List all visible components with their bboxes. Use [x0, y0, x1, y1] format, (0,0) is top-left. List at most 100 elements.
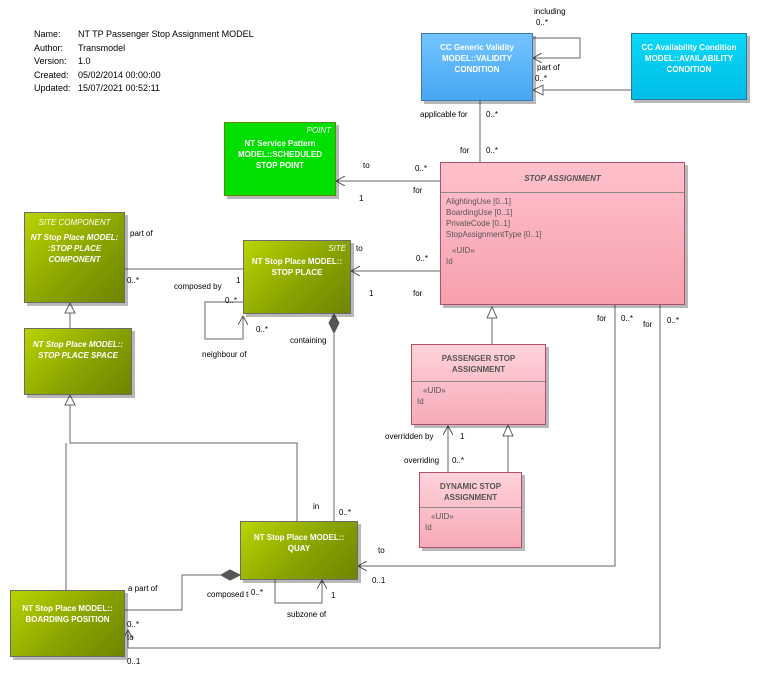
stop-place-title: NT Stop Place MODEL:: STOP PLACE: [251, 257, 343, 277]
composed-t-mult: 0..*: [251, 588, 264, 597]
overriding-mult: 0..*: [452, 456, 465, 465]
availability-condition-node[interactable]: CC Availability Condition MODEL::AVAILAB…: [631, 33, 747, 100]
ssp-for-label: for: [413, 186, 423, 195]
site-component-node[interactable]: SITE COMPONENT NT Stop Place MODEL: :STO…: [24, 212, 125, 303]
sp-for-label: for: [413, 289, 423, 298]
neighbour-mult-top: 0..*: [225, 296, 238, 305]
subzone-of-label: subzone of: [287, 610, 327, 619]
overridden-one: 1: [460, 432, 465, 441]
quay-to-mult: 0..1: [372, 576, 386, 585]
containing-label: containing: [290, 336, 327, 345]
site-component-title: NT Stop Place MODEL: :STOP PLACE COMPONE…: [30, 233, 119, 264]
sps-quay-generalization: [69, 405, 298, 521]
meta-row-updated: Updated:15/07/2021 00:52:11: [34, 82, 254, 96]
applicable-for-mult: 0..*: [486, 110, 499, 119]
including-loop: [533, 37, 581, 58]
for-quay-label: for: [597, 314, 607, 323]
applicable-for-label: applicable for: [420, 110, 468, 119]
neighbour-mult-side: 0..*: [256, 325, 269, 334]
overridden-by-label: overridden by: [385, 432, 434, 441]
site-component-stereotype: SITE COMPONENT: [38, 218, 111, 227]
stop-assignment-title: STOP ASSIGNMENT: [524, 174, 601, 183]
passenger-stop-assignment-node[interactable]: PASSENGER STOP ASSIGNMENT «UID» Id: [411, 344, 546, 425]
meta-row-author: Author:Transmodel: [34, 42, 254, 56]
neighbour-loop: [204, 301, 243, 340]
part-of-validity-mult: 0..*: [535, 74, 548, 83]
quay-node[interactable]: NT Stop Place MODEL:: QUAY: [240, 521, 358, 580]
stop-assignment-attr: PrivateCode [0..1]: [446, 219, 511, 228]
passenger-stop-assignment-uid: «UID»: [423, 386, 446, 395]
sp-to-label: to: [356, 244, 363, 253]
scheduled-stop-point-title: NT Service Pattern MODEL::SCHEDULED STOP…: [238, 139, 322, 170]
meta-value: 1.0: [78, 56, 91, 67]
stop-assignment-id: Id: [446, 257, 453, 266]
sc-part-of-label: part of: [130, 228, 158, 239]
meta-value: 05/02/2014 00:00:00: [78, 69, 161, 80]
composed-diamond: [219, 569, 242, 581]
sp-one-label: 1: [369, 289, 374, 298]
stop-place-space-node[interactable]: NT Stop Place MODEL:: STOP PLACE SPACE: [24, 328, 132, 395]
composed-t-label: composed t: [207, 590, 249, 599]
quay-title: NT Stop Place MODEL:: QUAY: [253, 533, 345, 553]
dynamic-stop-assignment-id: Id: [425, 523, 432, 532]
availability-generalization-head: [531, 84, 544, 96]
subzone-loop: [274, 580, 322, 604]
meta-row-name: Name: NT TP Passenger Stop Assignment MOD…: [34, 28, 254, 42]
bp-quay-link: [125, 574, 221, 611]
dynamic-stop-assignment-uid: «UID»: [431, 512, 454, 521]
scheduled-stop-point-stereotype: POINT: [306, 126, 331, 135]
meta-row-created: Created: 05/02/2014 00:00:00: [34, 69, 254, 83]
passenger-stop-assignment-id: Id: [417, 397, 424, 406]
stop-assignment-attr: AlightingUse [0..1]: [446, 197, 511, 206]
dynamic-stop-assignment-title: DYNAMIC STOP ASSIGNMENT: [439, 482, 502, 502]
boarding-position-node[interactable]: NT Stop Place MODEL:: BOARDING POSITION: [10, 590, 125, 657]
ssp-to-mult: 0..*: [415, 164, 428, 173]
diagram-metadata: Name: NT TP Passenger Stop Assignment MOD…: [34, 28, 254, 96]
meta-key: Created:: [34, 69, 69, 80]
composed-by-one: 1: [236, 276, 241, 285]
stop-assignment-attributes: AlightingUse [0..1] BoardingUse [0..1] P…: [441, 192, 684, 270]
part-of-validity-label: part of: [537, 63, 560, 72]
for-bp-mult: 0..*: [667, 316, 680, 325]
sc-mult: 0..*: [127, 276, 140, 285]
for-quay-mult: 0..*: [621, 314, 634, 323]
passenger-stop-assignment-title: PASSENGER STOP ASSIGNMENT: [441, 354, 516, 374]
meta-value: 15/07/2021 00:52:11: [78, 83, 160, 94]
including-mult: 0..*: [536, 18, 549, 27]
stop-assignment-uid: «UID»: [452, 246, 475, 255]
sa-bp-link: [128, 305, 661, 649]
sc-part-of-text: part of: [130, 229, 153, 238]
sa-quay-link: [358, 305, 616, 566]
composed-t-one: 1: [331, 591, 336, 600]
stop-assignment-attr: BoardingUse [0..1]: [446, 208, 513, 217]
stop-place-stereotype: SITE: [328, 244, 346, 253]
availability-condition-title: CC Availability Condition MODEL::AVAILAB…: [641, 43, 737, 74]
meta-value: Transmodel: [78, 42, 126, 53]
passenger-stop-assignment-attributes: «UID» Id: [412, 381, 545, 410]
in-label: in: [313, 502, 320, 511]
dynamic-stop-assignment-node[interactable]: DYNAMIC STOP ASSIGNMENT «UID» Id: [419, 472, 522, 548]
validity-condition-node[interactable]: CC Generic Validity MODEL::VALIDITY COND…: [421, 33, 533, 101]
containing-diamond: [328, 312, 340, 335]
overriding-label: overriding: [404, 456, 440, 465]
neighbour-of-label: neighbour of: [202, 350, 247, 359]
ssp-one-label: 1: [359, 194, 364, 203]
ssp-to-label: to: [363, 161, 370, 170]
stop-place-node[interactable]: SITE NT Stop Place MODEL:: STOP PLACE: [243, 240, 351, 314]
including-label: including: [534, 7, 566, 16]
composed-by-label: composed by: [174, 282, 222, 291]
dynamic-stop-assignment-attributes: «UID» Id: [420, 507, 521, 536]
sp-to-mult: 0..*: [416, 254, 429, 263]
meta-value: NT TP Passenger Stop Assignment MODEL: [78, 29, 254, 39]
validity-condition-title: CC Generic Validity MODEL::VALIDITY COND…: [440, 43, 514, 74]
quay-to-label: to: [378, 546, 385, 555]
sa-validity-mult: 0..*: [486, 146, 499, 155]
stop-assignment-node[interactable]: STOP ASSIGNMENT AlightingUse [0..1] Boar…: [440, 162, 685, 305]
meta-key: Name:: [34, 29, 61, 39]
sa-validity-for-label: for: [460, 146, 470, 155]
bp-to-label: to: [127, 633, 134, 642]
for-bp-label: for: [643, 320, 653, 329]
scheduled-stop-point-node[interactable]: POINT NT Service Pattern MODEL::SCHEDULE…: [224, 122, 336, 196]
a-part-of-label: a part of: [128, 584, 158, 593]
